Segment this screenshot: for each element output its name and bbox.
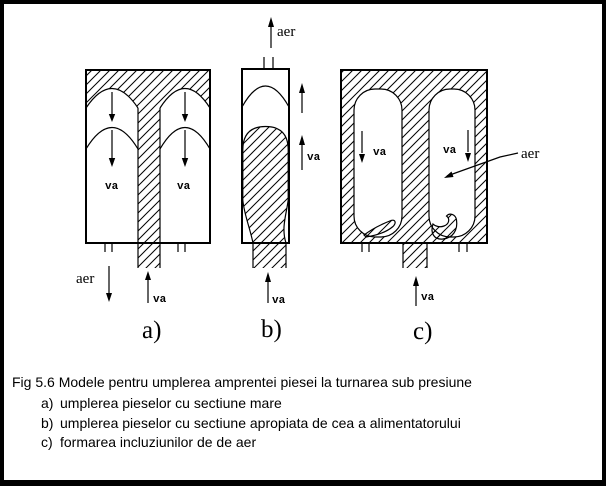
air-vent-pins (361, 243, 468, 252)
velocity-label: va (105, 181, 119, 193)
metal-front-arc-b (241, 85, 290, 108)
caption-item-text: umplerea pieselor cu sectiune apropiata … (60, 414, 461, 431)
velocity-label: va (443, 145, 457, 157)
air-label: aer (521, 146, 539, 162)
gate-arrow-up-icon (413, 276, 419, 286)
air-pointer-arrowhead-icon (444, 171, 454, 178)
flow-arrow-up-icon (299, 83, 305, 93)
air-label: aer (76, 271, 94, 287)
core-strip-edges-a (137, 108, 161, 268)
gate-edges-c (402, 243, 428, 268)
panel-b: aer va va b) (241, 17, 321, 343)
caption-item-a: a) umplerea pieselor cu sectiune mare (12, 394, 598, 414)
air-arrow-up-icon (268, 17, 274, 27)
velocity-label: va (272, 295, 286, 307)
caption-item-label: a) (41, 395, 54, 411)
air-inclusion-curl-left (363, 219, 396, 238)
flow-arrow-down-icon (359, 154, 365, 163)
velocity-label: va (373, 147, 387, 159)
flow-arrow-up-icon (299, 135, 305, 145)
panel-label-b: b) (261, 316, 282, 343)
gate-hatch-b (253, 243, 286, 268)
gate-hatch-c (403, 243, 427, 268)
panel-label-c: c) (413, 318, 432, 345)
caption-title: Fig 5.6 Modele pentru umplerea amprentei… (12, 374, 472, 390)
panel-a: va va aer va a) (76, 69, 211, 344)
gate-arrow-up-icon (265, 272, 271, 282)
velocity-label: va (421, 292, 435, 304)
caption-item-text: umplerea pieselor cu sectiune mare (60, 395, 282, 411)
cavity-capsule-right (428, 88, 476, 238)
air-vent-pins (263, 57, 274, 69)
panel-label-a: a) (142, 317, 161, 344)
metal-dome-b (242, 125, 289, 244)
flow-arrow-down-icon (108, 114, 116, 122)
panel-c: va va aer va c) (340, 69, 539, 345)
metal-front-arc2-a (85, 126, 211, 150)
figure-caption: Fig 5.6 Modele pentru umplerea amprentei… (12, 373, 598, 453)
velocity-label: va (177, 181, 191, 193)
caption-item-b: b) umplerea pieselor cu sectiune apropia… (12, 414, 598, 434)
air-vent-pins (104, 243, 186, 252)
gate-arrow-up-icon (145, 271, 151, 280)
caption-item-label: b) (41, 414, 54, 431)
mold-metal-hatch-a (86, 70, 210, 268)
caption-item-text: formarea incluziunilor de de aer (60, 434, 257, 450)
gate-edges-b (252, 243, 287, 268)
velocity-label: va (153, 294, 167, 306)
metal-front-arc1-a (85, 88, 211, 109)
velocity-label: va (307, 152, 321, 164)
caption-item-c: c) formarea incluziunilor de de aer (12, 433, 598, 453)
air-arrow-down-icon (106, 293, 112, 302)
mold-cavity-outline-a (85, 69, 211, 244)
flow-arrow-down-icon (108, 158, 116, 167)
flow-arrow-down-icon (181, 114, 189, 122)
flow-arrow-down-icon (465, 153, 471, 162)
cavity-capsule-left (353, 88, 403, 238)
air-pointer-line (446, 152, 519, 177)
flow-arrow-down-icon (181, 158, 189, 167)
caption-item-label: c) (41, 434, 53, 450)
air-label: aer (277, 24, 295, 40)
air-inclusion-curl-right (431, 213, 458, 240)
